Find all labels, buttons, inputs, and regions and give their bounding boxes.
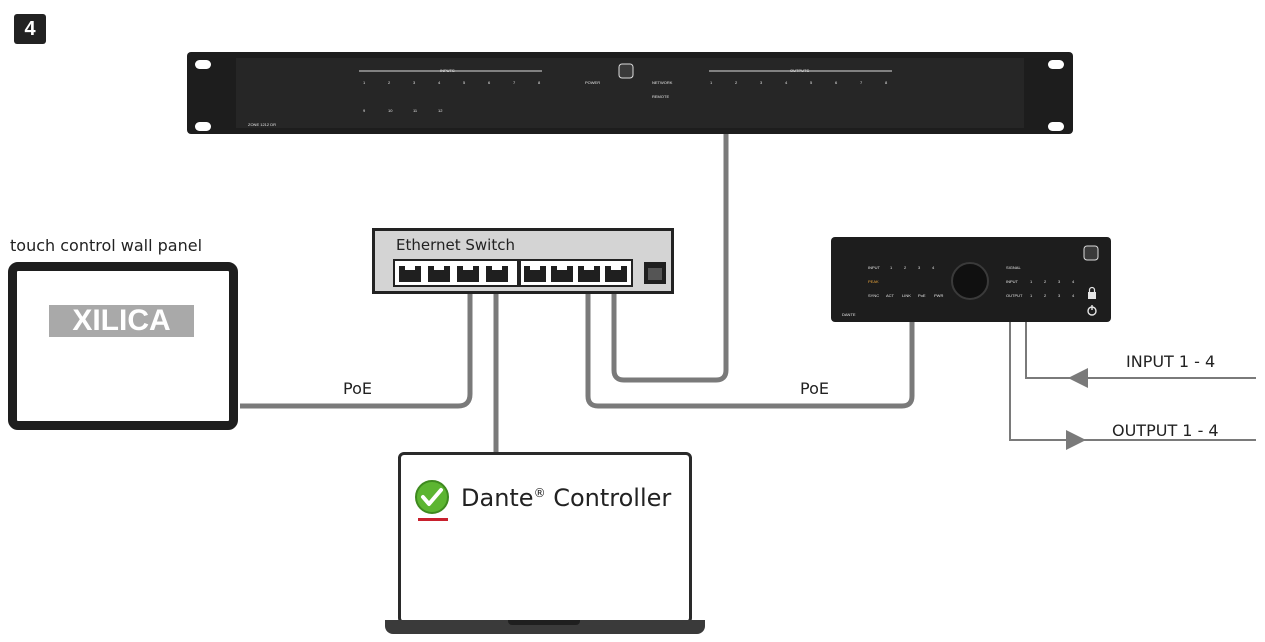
ethernet-port-icon (486, 266, 508, 282)
io-model-label: DANTE (842, 312, 856, 317)
ethernet-port-icon (605, 266, 627, 282)
rack-output-number: 7 (860, 80, 863, 85)
io-pwr-label: PWR (934, 293, 944, 298)
io-input-number: 1 (890, 265, 893, 270)
rack-mount-hole (1048, 122, 1064, 131)
io-output-number: 4 (1072, 293, 1075, 298)
io-right-input-number: 2 (1044, 279, 1047, 284)
io-right-input-number: 1 (1030, 279, 1033, 284)
rack-input-number: 12 (438, 108, 443, 113)
rack-power-label: POWER (585, 80, 601, 85)
rack-input-number: 6 (488, 80, 491, 85)
rack-details (359, 63, 892, 79)
io-input-label: INPUT (868, 265, 880, 270)
laptop-base (385, 620, 705, 634)
check-icon (415, 480, 449, 521)
rack-output-number: 6 (835, 80, 838, 85)
wall-panel-label: touch control wall panel (10, 236, 203, 255)
rack-input-number: 9 (363, 108, 366, 113)
rack-input-number: 3 (413, 80, 416, 85)
io-device-icons (1083, 245, 1099, 316)
poe-link-label: PoE (343, 379, 372, 398)
io-output-label: OUTPUT (1006, 293, 1023, 298)
step-number-badge: 4 (14, 14, 46, 44)
rack-remote-label: REMOTE (652, 94, 670, 99)
io-right-input-number: 4 (1072, 279, 1075, 284)
dante-logo-icon (1083, 245, 1099, 261)
rack-output-number: 1 (710, 80, 713, 85)
rack-input-number: 1 (363, 80, 366, 85)
rack-input-number: 10 (388, 108, 393, 113)
ethernet-port-icon (428, 266, 450, 282)
rack-input-number: 7 (513, 80, 516, 85)
rack-output-number: 5 (810, 80, 813, 85)
rack-inputs-label: INPUTS (440, 68, 455, 73)
io-output-number: 1 (1030, 293, 1033, 298)
switch-ports (393, 259, 666, 287)
rack-input-number: 5 (463, 80, 466, 85)
volume-knob-icon (951, 262, 989, 300)
output-signal-line (1009, 322, 1256, 441)
rack-mount-hole (1048, 60, 1064, 69)
rack-output-number: 4 (785, 80, 788, 85)
registered-mark: ® (533, 486, 546, 500)
rack-network-label: NETWORK (652, 80, 673, 85)
rack-mount-hole (195, 60, 211, 69)
rack-mount-hole (195, 122, 211, 131)
io-sync-label: SYNC (868, 293, 880, 298)
lock-icon (1088, 286, 1096, 299)
ethernet-port-icon (457, 266, 479, 282)
input-signal-line (1025, 322, 1256, 379)
rack-input-number: 11 (413, 108, 418, 113)
io-act-label: ACT (886, 293, 894, 298)
io-link-label: LINK (902, 293, 911, 298)
io-input-number: 3 (918, 265, 921, 270)
io-signal-label: SIGNAL (1006, 265, 1021, 270)
output-arrow-icon (1066, 430, 1086, 450)
rack-output-number: 2 (735, 80, 738, 85)
cable-switch-to-io-device (585, 294, 915, 409)
rack-model-label: ZONE 1212 DR (248, 122, 277, 127)
io-poe-label: PoE (918, 293, 926, 298)
io-right-input-number: 3 (1058, 279, 1061, 284)
rack-input-number: 2 (388, 80, 391, 85)
ethernet-port-icon (578, 266, 600, 282)
io-output-number: 3 (1058, 293, 1061, 298)
ethernet-port-icon (524, 266, 546, 282)
power-icon (1087, 305, 1097, 316)
io-output-number: 2 (1044, 293, 1047, 298)
laptop-base-notch (508, 620, 580, 625)
rack-input-number: 4 (438, 80, 441, 85)
io-input-number: 4 (932, 265, 935, 270)
input-signal-label: INPUT 1 - 4 (1126, 352, 1216, 371)
ethernet-switch-label: Ethernet Switch (396, 236, 515, 254)
dante-app-name: Dante (461, 484, 534, 512)
input-arrow-icon (1068, 368, 1088, 388)
touch-wall-panel (8, 262, 238, 430)
dante-controller-title: Dante® Controller (461, 484, 671, 512)
rack-outputs-label: OUTPUTS (790, 68, 810, 73)
ethernet-port-icon (551, 266, 573, 282)
ethernet-port-icon (399, 266, 421, 282)
io-right-input-label: INPUT (1006, 279, 1018, 284)
rack-output-number: 8 (885, 80, 888, 85)
xilica-logo: XILICA (49, 304, 194, 337)
rack-input-number: 8 (538, 80, 541, 85)
io-input-number: 2 (904, 265, 907, 270)
rack-output-number: 3 (760, 80, 763, 85)
cable-rack-to-switch (611, 134, 729, 383)
io-peak-label: PEAK (868, 279, 879, 284)
output-signal-label: OUTPUT 1 - 4 (1112, 421, 1219, 440)
dante-app-suffix: Controller (545, 484, 672, 512)
cable-tablet-to-switch (240, 294, 473, 409)
poe-link-label: PoE (800, 379, 829, 398)
